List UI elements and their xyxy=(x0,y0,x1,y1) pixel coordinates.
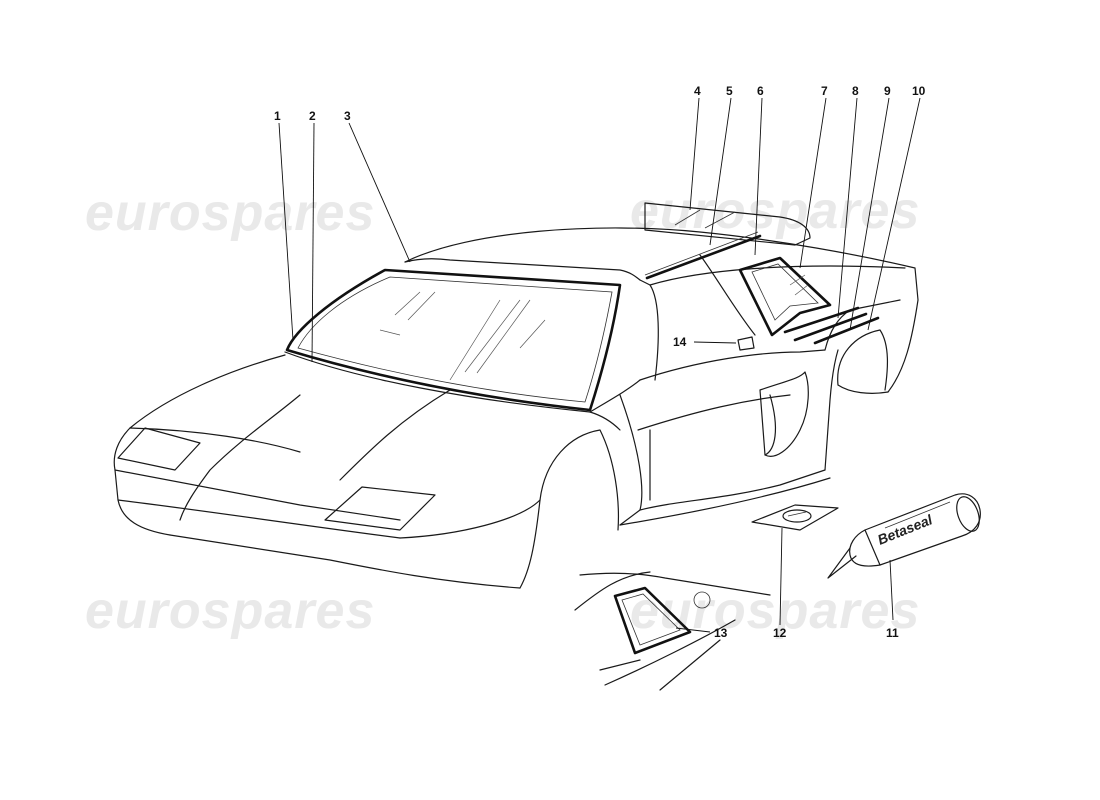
callout-7: 7 xyxy=(821,84,828,98)
callout-8: 8 xyxy=(852,84,859,98)
callout-1: 1 xyxy=(274,109,281,123)
watermark-top-left: eurospares xyxy=(85,184,375,242)
sealant-tube: Betaseal xyxy=(827,493,981,579)
callout-3: 3 xyxy=(344,109,351,123)
callout-6: 6 xyxy=(757,84,764,98)
roof-window xyxy=(404,258,659,381)
callout-10: 10 xyxy=(912,84,926,98)
quarter-glass xyxy=(699,254,832,337)
watermark-top-right: eurospares xyxy=(630,182,920,240)
callout-9: 9 xyxy=(884,84,891,98)
callout-14: 14 xyxy=(673,335,687,349)
callout-2: 2 xyxy=(309,109,316,123)
detail-inset xyxy=(574,571,771,691)
tube-label: Betaseal xyxy=(875,511,935,548)
leader-lines xyxy=(278,97,921,633)
callout-13: 13 xyxy=(714,626,728,640)
callout-11: 11 xyxy=(886,626,899,640)
callout-labels: 1 2 3 4 5 6 7 8 9 10 11 12 13 14 xyxy=(274,84,926,640)
callout-4: 4 xyxy=(694,84,701,98)
watermark-bottom-left: eurospares xyxy=(85,582,375,640)
mirror-base xyxy=(737,336,755,351)
callout-12: 12 xyxy=(773,626,787,640)
callout-5: 5 xyxy=(726,84,733,98)
sealant-pad xyxy=(751,504,839,531)
side-seals xyxy=(783,306,880,345)
windscreen xyxy=(285,268,622,412)
car-body-outline xyxy=(113,227,919,589)
roof-seal xyxy=(644,231,762,280)
